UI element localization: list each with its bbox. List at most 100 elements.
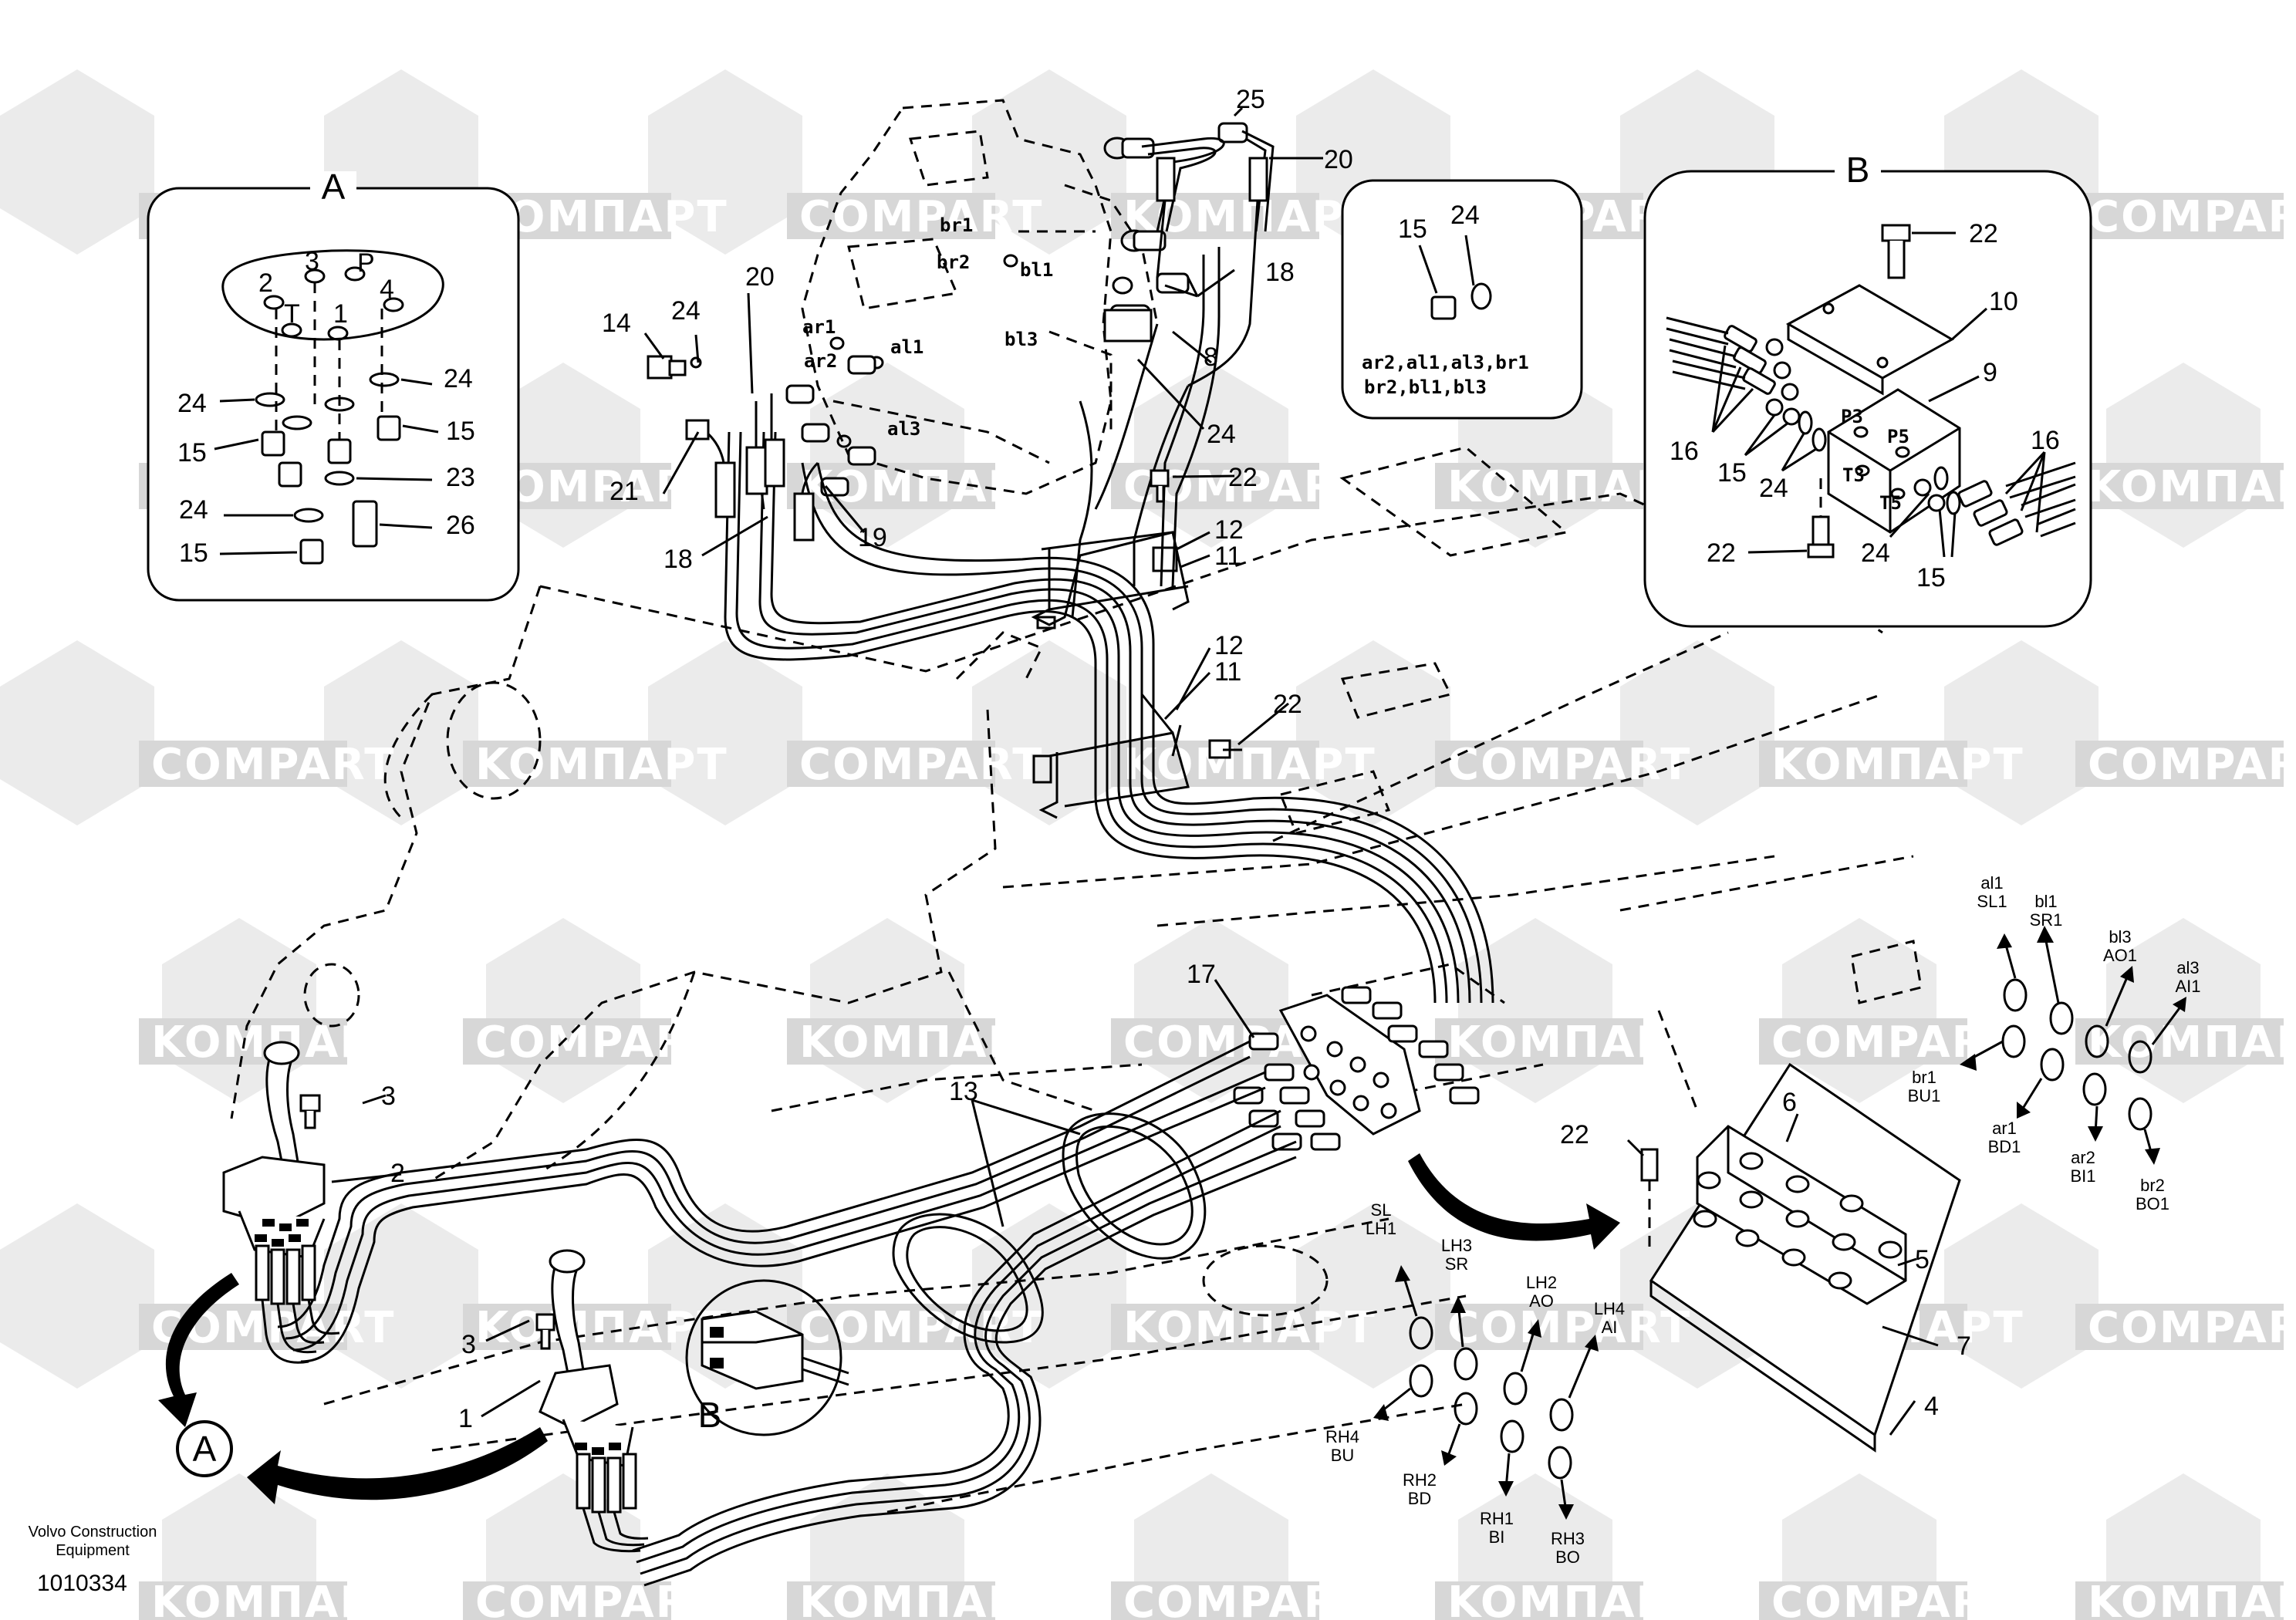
- detail-b-callout-15b: 15: [1916, 563, 1946, 592]
- bottom-port-bot-AO: AO: [1529, 1291, 1554, 1311]
- callout-25: 25: [1236, 85, 1265, 114]
- callout-18a: 18: [1265, 258, 1295, 287]
- valve-port-ar2: ar2: [804, 350, 837, 372]
- watermark-text: KOMПАРТ: [2088, 1018, 2296, 1068]
- callout-19: 19: [858, 523, 887, 552]
- callout-24b: 24: [1207, 420, 1236, 449]
- detail-b-callout-16a: 16: [1670, 437, 1699, 466]
- callout-12a: 12: [1214, 515, 1244, 545]
- callout-3b: 3: [461, 1330, 476, 1359]
- bottom-port-top-RH3: RH3: [1551, 1529, 1585, 1548]
- watermark-text: KOMПАРТ: [475, 740, 728, 790]
- valve-left-hoses: [647, 309, 1153, 542]
- bottom-port-map: SL LH1 LH3 SR LH2 AO LH4 AI RH4 BU RH2 B…: [1325, 1200, 1625, 1567]
- right-port-top-bl3: bl3: [2109, 927, 2131, 947]
- marker-b: B: [698, 1395, 722, 1435]
- valve-port-bl1: bl1: [1020, 259, 1053, 281]
- bottom-port-top-SL: SL: [1371, 1200, 1392, 1220]
- block-b-location: [685, 1279, 849, 1436]
- watermark-text: COMPART: [1771, 1018, 2015, 1068]
- detail-b-callout-24b: 24: [1861, 538, 1890, 568]
- watermark-text: COMPART: [1771, 1578, 2015, 1620]
- bottom-port-bot-AI: AI: [1602, 1318, 1618, 1337]
- callout-4: 4: [1924, 1392, 1939, 1421]
- detail-b-callout-24a: 24: [1759, 474, 1788, 503]
- bottom-port-top-RH1: RH1: [1480, 1509, 1514, 1528]
- right-port-bot-AI1: AI1: [2175, 977, 2200, 996]
- valve-port-ar1: ar1: [802, 316, 836, 338]
- watermark-text: KOMПАРТ: [2088, 1578, 2296, 1620]
- detail-a-port-2: 2: [258, 268, 273, 298]
- right-port-top-al1: al1: [1980, 873, 2003, 893]
- right-port-bot-BU1: BU1: [1908, 1086, 1941, 1105]
- callout-14: 14: [602, 309, 631, 338]
- detail-b-title: B: [1846, 150, 1870, 190]
- bottom-port-bot-BD: BD: [1408, 1489, 1432, 1508]
- detail-a-title: A: [322, 167, 346, 207]
- callout-24a: 24: [671, 296, 701, 326]
- watermark-text: KOMПАРТ: [1447, 1018, 1700, 1068]
- valve-port-br1: br1: [940, 214, 973, 236]
- detail-a-callout-15a: 15: [177, 438, 207, 467]
- drawing-code: 1010334: [37, 1571, 127, 1596]
- callout-8: 8: [1204, 343, 1218, 372]
- clamp-bolts: [1150, 469, 1242, 759]
- inset-ports-line1: ar2,al1,al3,br1: [1362, 352, 1529, 373]
- watermark-text: COMPART: [799, 192, 1043, 242]
- detail-b-port-P3: P3: [1841, 406, 1863, 427]
- port-inset-box: 15 24 ar2,al1,al3,br1 br2,bl1,bl3: [1341, 179, 1583, 420]
- right-port-top-br2: br2: [2140, 1176, 2165, 1195]
- callout-3a: 3: [381, 1082, 396, 1111]
- valve-port-bl3: bl3: [1004, 329, 1038, 350]
- main-control-valve: [801, 99, 1159, 680]
- callout-22a: 22: [1228, 463, 1258, 492]
- callout-17: 17: [1187, 960, 1216, 989]
- valve-upper-hoses: [1141, 130, 1275, 387]
- watermark-text: COMPART: [475, 1018, 719, 1068]
- callout-5: 5: [1915, 1245, 1930, 1274]
- detail-a-callout-24b: 24: [444, 364, 473, 393]
- callout-11a: 11: [1214, 542, 1241, 571]
- main-callouts: 25 20 20 18 14 24 8 24 22 21 18 19 12 11…: [331, 85, 1971, 1436]
- valve-port-al3: al3: [887, 418, 920, 440]
- right-port-top-bl1: bl1: [2034, 892, 2057, 911]
- valve-port-al1: al1: [890, 336, 923, 358]
- left-joystick: [222, 1041, 340, 1364]
- detail-a-port-3: 3: [305, 247, 319, 276]
- bottom-port-bot-BU: BU: [1331, 1446, 1355, 1465]
- detail-b-callout-22a: 22: [1969, 219, 1998, 248]
- right-port-bot-BD1: BD1: [1988, 1137, 2021, 1156]
- distribution-block: [277, 986, 1480, 1587]
- detail-a-port-4: 4: [380, 275, 394, 304]
- bottom-port-top-LH2: LH2: [1526, 1273, 1557, 1292]
- bottom-port-top-LH4: LH4: [1594, 1299, 1625, 1318]
- detail-a-port-T: T: [284, 299, 300, 329]
- callout-1: 1: [458, 1404, 473, 1433]
- watermark-text: KOMПАРТ: [799, 1578, 1052, 1620]
- callout-2: 2: [390, 1159, 405, 1188]
- watermark-text: COMPART: [1447, 740, 1691, 790]
- detail-b-callout-9: 9: [1983, 358, 1997, 387]
- detail-b-callout-10: 10: [1989, 287, 2018, 316]
- callout-6: 6: [1782, 1088, 1797, 1117]
- bottom-port-bot-SR: SR: [1445, 1254, 1469, 1274]
- callout-22b: 22: [1273, 690, 1302, 719]
- detail-a-callout-26: 26: [446, 511, 475, 540]
- bottom-port-top-RH2: RH2: [1403, 1470, 1437, 1490]
- watermark-text: COMPART: [2088, 1303, 2296, 1353]
- right-port-bot-BO1: BO1: [2136, 1194, 2169, 1213]
- watermark-text: COMPART: [1447, 1303, 1691, 1353]
- right-port-top-ar1: ar1: [1992, 1119, 2017, 1138]
- callout-7: 7: [1957, 1331, 1971, 1361]
- right-port-map: al1 SL1 bl1 SR1 bl3 AO1 al3 AI1 br1 BU1 …: [1908, 873, 2201, 1213]
- detail-b-box: B P3 P5 T3 T5: [1643, 150, 2092, 628]
- watermark-text: KOMПАРТ: [475, 1303, 728, 1353]
- detail-markers: A B: [176, 1395, 722, 1477]
- callout-13: 13: [949, 1077, 978, 1106]
- detail-a-callout-15c: 15: [179, 538, 208, 568]
- callout-20b: 20: [745, 262, 775, 292]
- callout-20a: 20: [1324, 145, 1353, 174]
- footer: Volvo Construction Equipment 1010334: [29, 1524, 157, 1596]
- detail-b-callout-15a: 15: [1717, 458, 1747, 488]
- bottom-port-top-RH4: RH4: [1325, 1427, 1359, 1446]
